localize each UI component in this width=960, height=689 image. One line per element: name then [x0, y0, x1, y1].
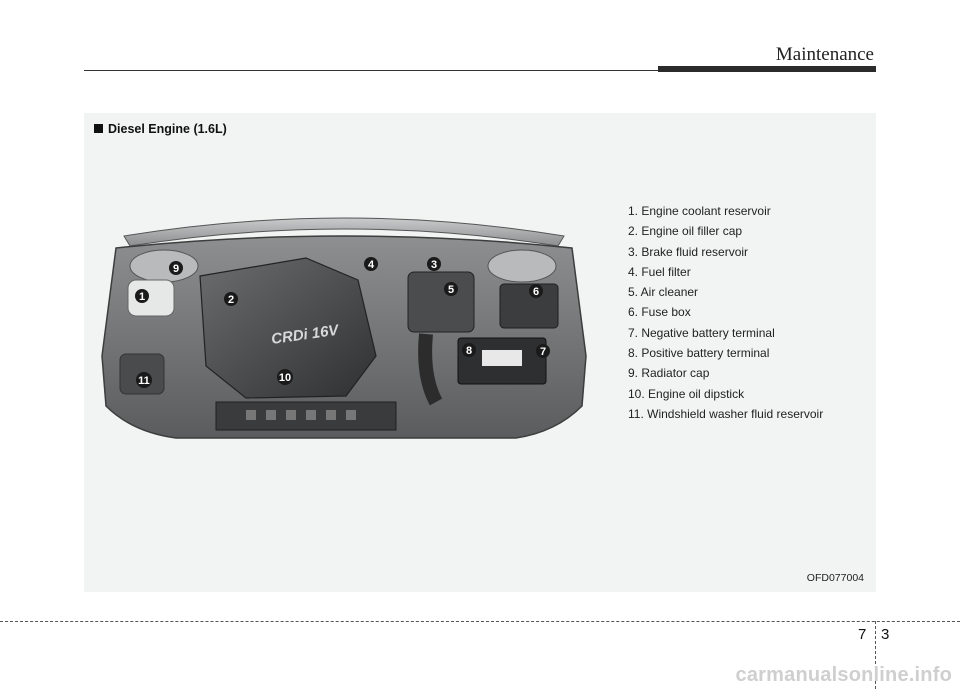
callout-6: 6 [529, 284, 543, 298]
engine-cover [199, 257, 377, 399]
callout-11: 11 [136, 372, 152, 388]
figure-code: OFD077004 [806, 572, 864, 584]
callout-10: 10 [277, 369, 293, 385]
legend-item: 8. Positive battery terminal [628, 346, 770, 361]
page-number-divider [875, 621, 876, 689]
footer-dashed-rule [0, 621, 960, 622]
callout-2: 2 [224, 292, 238, 306]
legend-item: 9. Radiator cap [628, 366, 710, 381]
left-strut-tower [129, 249, 199, 283]
legend-item: 2. Engine oil filler cap [628, 224, 743, 239]
svg-text:4: 4 [368, 259, 375, 271]
legend-item: 1. Engine coolant reservoir [628, 204, 771, 218]
callout-1: 1 [135, 289, 149, 303]
page-number: 3 [881, 626, 890, 643]
component-legend: 1. Engine coolant reservoir 2. Engine oi… [628, 201, 823, 424]
chapter-number: 7 [858, 626, 867, 643]
svg-text:2: 2 [228, 294, 234, 306]
svg-text:7: 7 [540, 346, 546, 358]
svg-text:8: 8 [466, 345, 472, 357]
svg-text:9: 9 [173, 263, 179, 275]
legend-item: 11. Windshield washer fluid reservoir [628, 406, 824, 421]
svg-text:3: 3 [431, 259, 437, 271]
legend-item: 3. Brake fluid reservoir [628, 244, 749, 259]
section-title: Maintenance [775, 44, 874, 65]
legend-item: 5. Air cleaner [628, 285, 699, 300]
intake-hose [418, 333, 443, 406]
legend-item: 6. Fuse box [628, 305, 691, 320]
legend-item: 7. Negative battery terminal [628, 325, 775, 340]
battery-label [482, 350, 522, 366]
watermark: carmanualsonline.info [735, 664, 952, 686]
svg-text:1: 1 [139, 291, 145, 303]
callout-7: 7 [536, 344, 550, 358]
figure-title: Diesel Engine (1.6L) [94, 122, 227, 136]
callout-9: 9 [169, 261, 183, 275]
square-bullet-icon [94, 124, 103, 133]
legend-item: 10. Engine oil dipstick [628, 386, 745, 401]
svg-text:11: 11 [138, 375, 150, 387]
coolant-reservoir [127, 279, 175, 317]
callout-4: 4 [364, 257, 378, 271]
svg-text:6: 6 [533, 286, 539, 298]
fuse-box [499, 283, 559, 329]
legend-item: 4. Fuel filter [628, 264, 691, 279]
callout-5: 5 [444, 282, 458, 296]
svg-text:10: 10 [279, 372, 291, 384]
figure-panel: Diesel Engine (1.6L) [84, 113, 876, 592]
air-cleaner [407, 271, 475, 333]
callout-3: 3 [427, 257, 441, 271]
hood-edge [123, 217, 565, 247]
callout-8: 8 [462, 343, 476, 357]
figure-title-text: Diesel Engine (1.6L) [108, 122, 227, 136]
svg-text:5: 5 [448, 284, 454, 296]
header-bar [658, 66, 876, 72]
header-rule [84, 70, 660, 71]
right-strut-tower [487, 249, 557, 283]
engine-bay-illustration: CRDi 16V 1 2 3 4 5 6 7 8 9 10 11 [101, 217, 587, 439]
